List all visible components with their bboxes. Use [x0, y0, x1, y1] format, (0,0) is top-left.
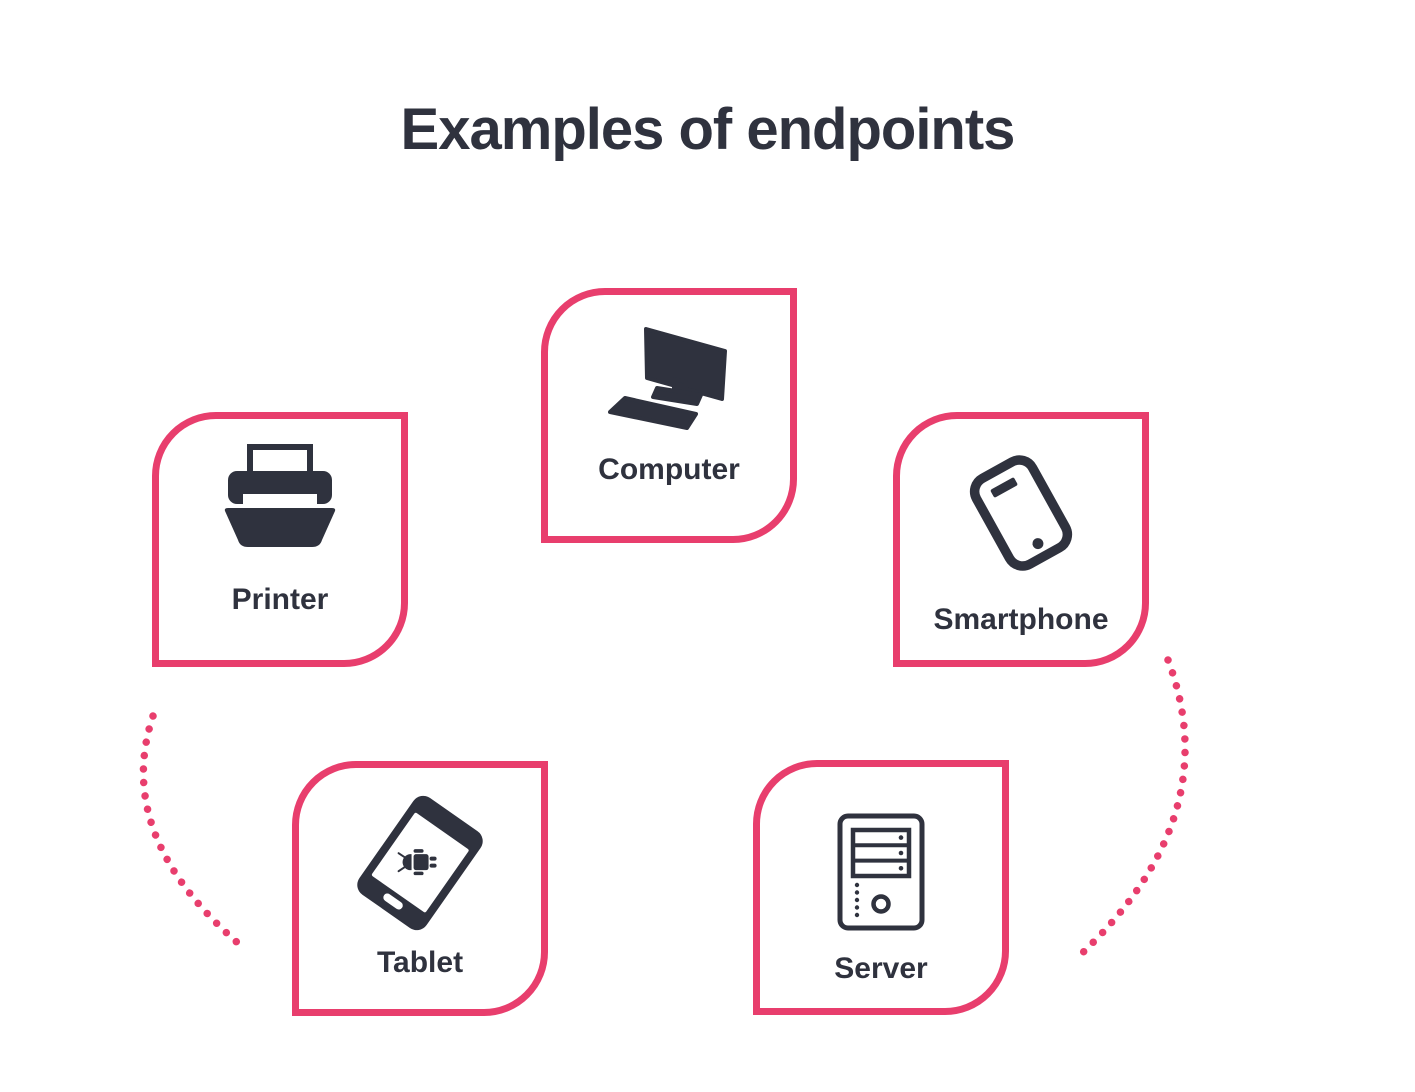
smartphone-icon: [969, 455, 1073, 571]
card-label: Tablet: [376, 946, 464, 979]
card-icon-box: [299, 788, 541, 938]
card-label: Smartphone: [933, 603, 1109, 636]
card-icon-box: [900, 447, 1142, 579]
android-robot-glyph: [397, 849, 437, 876]
server-icon: [837, 813, 925, 931]
printer-icon: [224, 444, 336, 547]
card-icon-box: [548, 327, 790, 433]
card-printer: Printer: [152, 412, 408, 667]
desktop-computer-icon: [608, 327, 727, 430]
page-title: Examples of endpoints: [400, 97, 1016, 162]
dotted-arc-right: [1073, 656, 1189, 962]
dotted-arc-left: [139, 712, 250, 954]
tablet-icon: [357, 795, 483, 931]
card-smartphone: Smartphone: [893, 412, 1149, 667]
card-icon-box: [760, 813, 1002, 931]
card-server: Server: [753, 760, 1009, 1015]
card-computer: Computer: [541, 288, 797, 543]
card-label: Printer: [231, 583, 329, 616]
card-label: Computer: [598, 453, 740, 486]
card-label: Server: [834, 952, 928, 985]
card-tablet: Tablet: [292, 761, 548, 1016]
card-icon-box: [159, 443, 401, 548]
